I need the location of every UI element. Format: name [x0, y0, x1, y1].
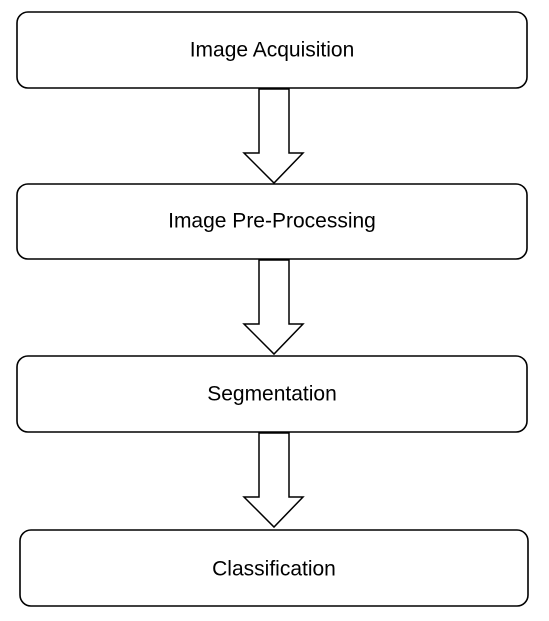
stage-image-pre-processing: Image Pre-Processing [16, 183, 528, 260]
stage-label-segmentation: Segmentation [207, 383, 337, 406]
stage-label-classification: Classification [212, 558, 336, 581]
stage-classification: Classification [19, 529, 529, 607]
stage-box-classification [19, 529, 529, 607]
stage-segmentation: Segmentation [16, 355, 528, 433]
stage-box-segmentation [16, 355, 528, 433]
stage-box-image-pre-processing [16, 183, 528, 260]
flow-arrow-preprocessing-to-segmentation [242, 259, 305, 356]
stage-box-image-acquisition [16, 11, 528, 89]
stage-label-image-pre-processing: Image Pre-Processing [168, 210, 376, 233]
flow-arrow-acquisition-to-preprocessing [242, 88, 305, 185]
flow-arrow-segmentation-to-classification [242, 432, 305, 529]
stage-label-image-acquisition: Image Acquisition [190, 39, 355, 62]
stage-image-acquisition: Image Acquisition [16, 11, 528, 89]
